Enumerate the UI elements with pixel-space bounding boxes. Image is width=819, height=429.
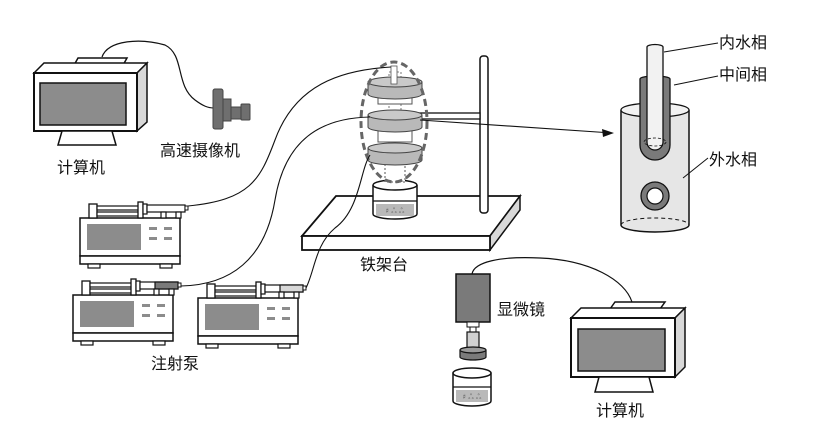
zoom-region-dashed-ellipse [359,60,429,184]
computer-right [569,301,687,393]
tube-pump3-chip [305,154,371,289]
label-computer-left: 计算机 [57,158,106,177]
syringe-pump-2 [72,278,182,346]
svg-text:♯ ஃ ஃ: ♯ ஃ ஃ [463,393,482,401]
microscope-sample-dish: ♯ ஃ ஃ [452,367,492,407]
tube-pump1-chip [187,66,392,207]
double-emulsion-detail [620,42,719,233]
label-iron-stand: 铁架台 [360,255,409,274]
inner-phase-tube [646,43,664,151]
label-inner-water-phase: 内水相 [719,33,768,52]
syringe-pump-1 [79,201,189,269]
high-speed-camera [212,88,251,130]
zoom-arrow-line [419,119,613,134]
double-emulsion-droplet-inner [646,187,664,205]
zoom-arrow-head [602,129,614,137]
label-syringe-pump: 注射泵 [151,354,200,373]
label-microscope: 显微镜 [497,300,546,319]
label-high-speed-camera: 高速摄像机 [160,141,241,160]
svg-text:♯ ஃ ஃ: ♯ ஃ ஃ [386,207,405,215]
tube-pump2-chip [180,116,371,287]
computer-left [32,57,149,146]
label-outer-water-phase: 外水相 [709,150,758,169]
microfluidic-chip [367,65,423,183]
cable-computer-camera [101,40,215,109]
computer-left-screen [39,82,127,126]
label-middle-phase: 中间相 [719,65,768,84]
syringe-pump-3 [197,281,307,349]
computer-right-screen [577,328,666,372]
collection-dish: ♯ ஃ ஃ [372,179,418,220]
label-computer-right: 计算机 [596,401,645,420]
cable-microscope-computer [471,257,633,303]
stand-rod [479,55,489,214]
microscope [455,273,491,361]
